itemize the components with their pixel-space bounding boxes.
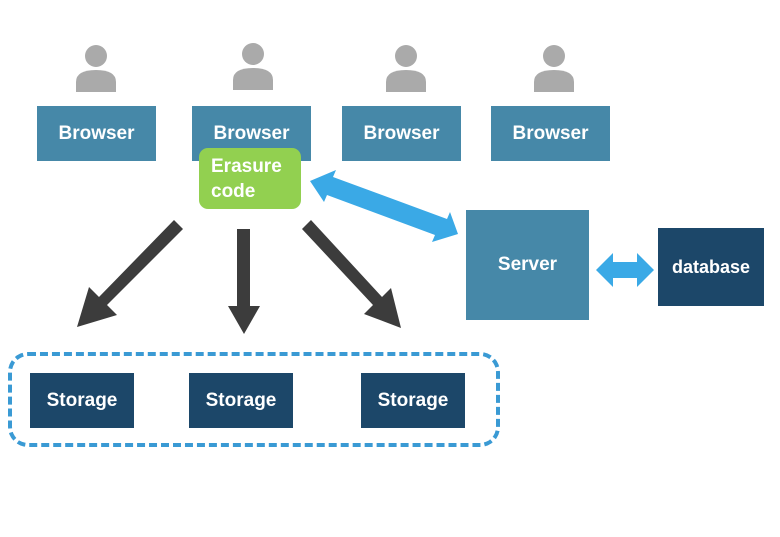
arrow-down-icon xyxy=(77,220,183,327)
erasure-code-node: Erasure code xyxy=(199,148,301,209)
browser-node: Browser xyxy=(342,106,461,161)
server-node: Server xyxy=(466,210,589,320)
storage-label: Storage xyxy=(46,389,118,411)
arrow-down-icon xyxy=(228,229,260,334)
user-icon xyxy=(386,45,426,92)
server-label: Server xyxy=(497,254,558,275)
erasure-label-line2: code xyxy=(211,180,256,202)
browser-label: Browser xyxy=(58,122,135,144)
storage-node: Storage xyxy=(361,373,465,428)
storage-label: Storage xyxy=(205,389,277,411)
user-icon xyxy=(233,43,273,90)
erasure-label-line1: Erasure xyxy=(211,155,282,177)
browser-node: Browser xyxy=(491,106,610,161)
user-icon xyxy=(534,45,574,92)
browser-label: Browser xyxy=(512,122,589,144)
storage-node: Storage xyxy=(189,373,293,428)
user-icon xyxy=(76,45,116,92)
storage-cluster xyxy=(8,352,500,447)
browser-node: Browser xyxy=(37,106,156,161)
browser-label: Browser xyxy=(363,122,440,144)
storage-node: Storage xyxy=(30,373,134,428)
double-arrow-icon xyxy=(310,170,458,242)
storage-label: Storage xyxy=(377,389,449,411)
double-arrow-icon xyxy=(596,253,654,287)
database-label: database xyxy=(671,256,751,277)
arrow-down-icon xyxy=(302,220,401,328)
browser-label: Browser xyxy=(213,122,290,144)
database-node: database xyxy=(658,228,764,306)
